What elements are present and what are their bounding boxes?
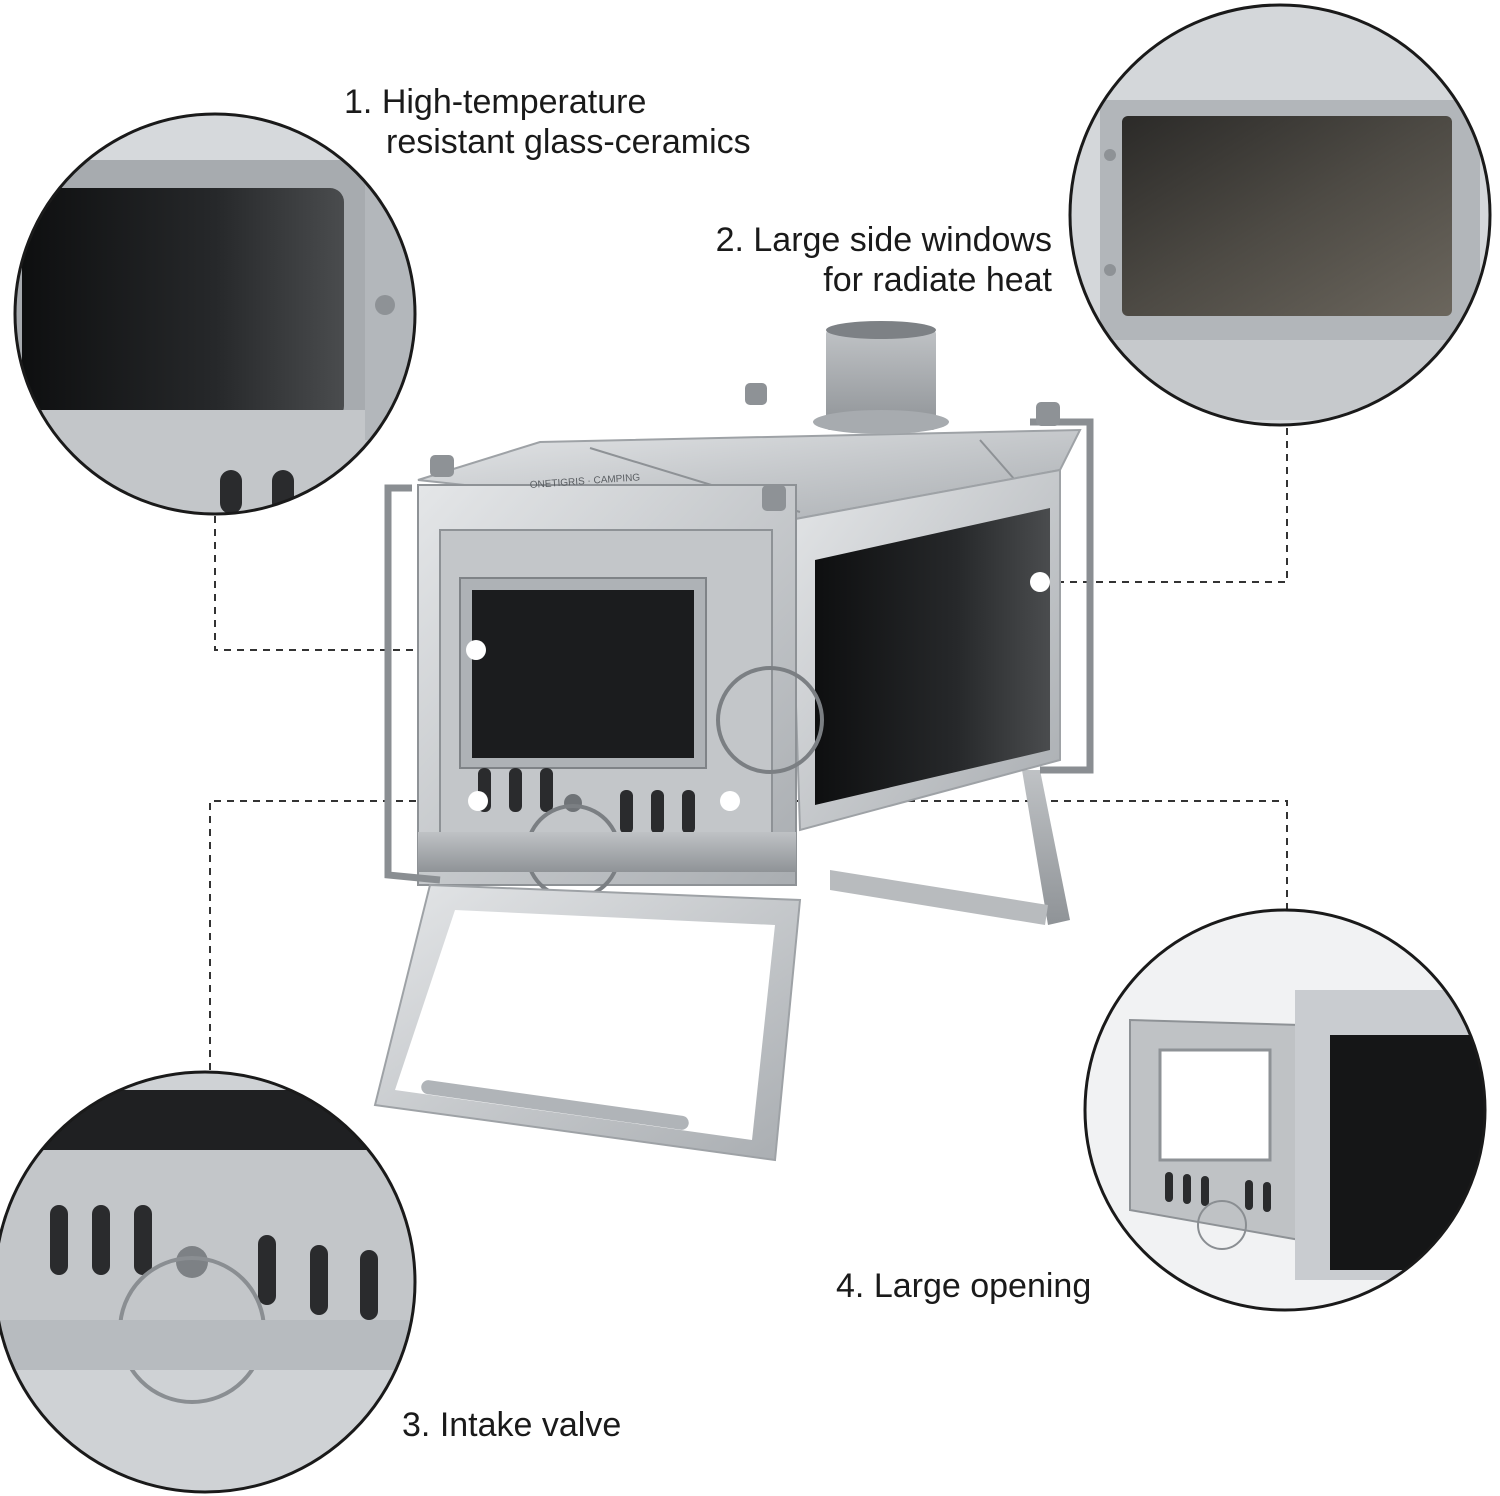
feature-2-line-1: 2. Large side windows xyxy=(715,221,1052,259)
rear-leg-brace xyxy=(830,870,1048,925)
feature-label-4: 4. Large opening xyxy=(836,1266,1091,1306)
feature-label-2: 2. Large side windows for radiate heat xyxy=(620,220,1052,300)
detail-circle-glass xyxy=(13,112,417,516)
detail-circle-side-window xyxy=(1068,3,1492,427)
chimney-pipe xyxy=(826,330,936,430)
base-rail xyxy=(418,832,796,872)
callout-marker-dot xyxy=(1030,572,1050,592)
callout-line-2 xyxy=(1040,428,1288,583)
right-handle xyxy=(1030,418,1094,774)
callout-line-1 xyxy=(214,516,476,651)
feature-4-line-1: 4. Large opening xyxy=(836,1267,1092,1305)
detail-circle-large-opening xyxy=(1083,908,1487,1312)
callout-markers xyxy=(466,572,1050,811)
side-window-glass xyxy=(815,508,1050,805)
detail-circle-intake-valve xyxy=(0,1070,417,1494)
front-leg-slot xyxy=(421,1080,689,1130)
stove: ONETIGRIS · CAMPING xyxy=(373,321,1094,1162)
feature-label-1: 1. High-temperature resistant glass-cera… xyxy=(344,82,751,162)
feature-1-line-1: 1. High-temperature xyxy=(344,83,647,121)
front-door-glass xyxy=(472,590,694,758)
left-handle xyxy=(384,484,441,884)
callout-marker-dot xyxy=(720,791,740,811)
feature-1-line-2: resistant glass-ceramics xyxy=(386,123,751,161)
rear-leg xyxy=(1022,770,1070,925)
callout-line-4 xyxy=(730,800,1288,910)
door-handle-ring xyxy=(716,666,824,774)
callout-marker-dot xyxy=(466,640,486,660)
top-knobs xyxy=(430,383,1060,511)
callout-marker-dot xyxy=(468,791,488,811)
feature-label-3: 3. Intake valve xyxy=(402,1405,621,1445)
front-leg-cutout xyxy=(395,910,775,1140)
feature-2-line-2: for radiate heat xyxy=(823,261,1052,299)
intake-valve-knob xyxy=(564,794,582,812)
feature-3-line-1: 3. Intake valve xyxy=(402,1406,622,1444)
